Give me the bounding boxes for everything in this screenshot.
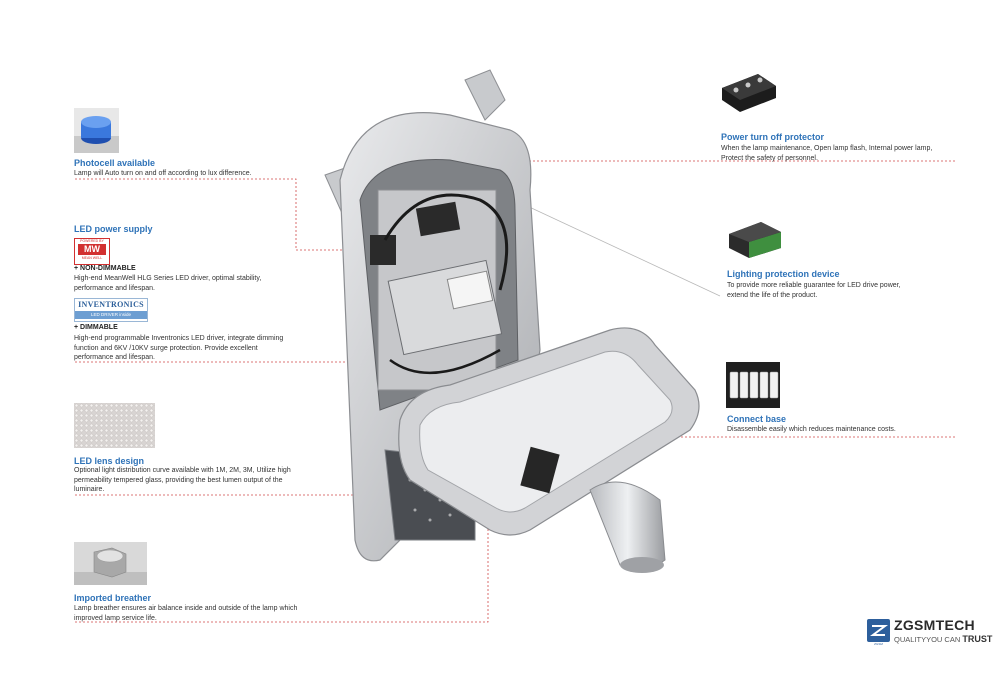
inventronics-logo: INVENTRONICS LED DRIVER inside: [74, 298, 148, 322]
tagline-trust: TRUST: [962, 634, 993, 644]
leader-lightning: [509, 197, 721, 297]
lightning-device-desc-line-1: To provide more reliable guarantee for L…: [727, 282, 901, 289]
leader-breather: [75, 503, 489, 623]
lens-title: LED lens design: [74, 456, 145, 466]
lens-thumbnail: [74, 403, 155, 448]
power-protector-thumbnail: [718, 68, 778, 116]
power-protector-desc-line-2: Protect the safety of personnel.: [721, 154, 818, 162]
meanwell-badge: POWERED BY MW MEAN WELL: [74, 238, 110, 265]
breather-title: Imported breather: [74, 593, 152, 603]
street-lamp-illustration: [324, 69, 700, 573]
meanwell-badge-main: MW: [78, 244, 106, 255]
lightning-device-thumbnail: [725, 218, 785, 260]
zgsm-logo-mark-label: ZGSM: [874, 642, 883, 646]
power-protector-desc-line-1: When the lamp maintenance, Open lamp fla…: [721, 145, 933, 152]
connect-base-thumbnail: [726, 362, 780, 408]
meanwell-badge-bottom: MEAN WELL: [81, 256, 103, 260]
brand-tagline: QUALITYYOU CAN TRUST: [894, 634, 992, 644]
power-supply-title: LED power supply: [74, 224, 153, 234]
zgsm-logo-mark: ZGSM: [867, 619, 890, 646]
non-dimmable-desc-line-1: High-end MeanWell HLG Series LED driver,…: [74, 275, 262, 282]
photocell-desc: Lamp will Auto turn on and off according…: [74, 170, 252, 177]
breather-thumbnail: [74, 542, 147, 585]
connect-base-desc-line-1: Disassemble easily which reduces mainten…: [727, 426, 896, 433]
dimmable-label: + DIMMABLE: [74, 324, 118, 331]
dimmable-desc-line-1: High-end programmable Inventronics LED d…: [74, 335, 284, 342]
lightning-device-desc-line-2: extend the life of the product.: [727, 291, 818, 299]
non-dimmable-label: + NON-DIMMABLE: [74, 265, 136, 272]
inventronics-logo-sub: LED DRIVER inside: [75, 311, 147, 319]
non-dimmable-desc-line-2: performance and lifespan.: [74, 284, 155, 292]
brand-name: ZGSMTECH: [894, 617, 975, 633]
tagline-you-can: YOU CAN: [926, 635, 961, 644]
dimmable-desc-line-2: function and 6KV /10KV surge protection.…: [74, 344, 258, 352]
meanwell-badge-top: POWERED BY: [80, 239, 104, 243]
breather-desc-line-2: improved lamp service life.: [74, 614, 157, 622]
lens-desc-line-1: Optional light distribution curve availa…: [74, 467, 291, 474]
breather-desc-line-1: Lamp breather ensures air balance inside…: [74, 605, 298, 612]
tagline-quality: QUALITY: [894, 635, 927, 644]
power-protector-title: Power turn off protector: [721, 132, 824, 142]
connect-base-title: Connect base: [727, 414, 787, 424]
photocell-title: Photocell available: [74, 158, 156, 168]
leader-photocell: [75, 178, 375, 251]
inventronics-logo-text: INVENTRONICS: [78, 300, 144, 309]
lens-desc-line-3: luminaire.: [74, 486, 105, 493]
photocell-thumbnail: [74, 108, 119, 153]
lightning-device-title: Lighting protection device: [727, 269, 840, 279]
dimmable-desc-line-3: performance and lifespan.: [74, 354, 155, 361]
lens-desc-line-2: permeability tempered glass, providing t…: [74, 476, 283, 484]
